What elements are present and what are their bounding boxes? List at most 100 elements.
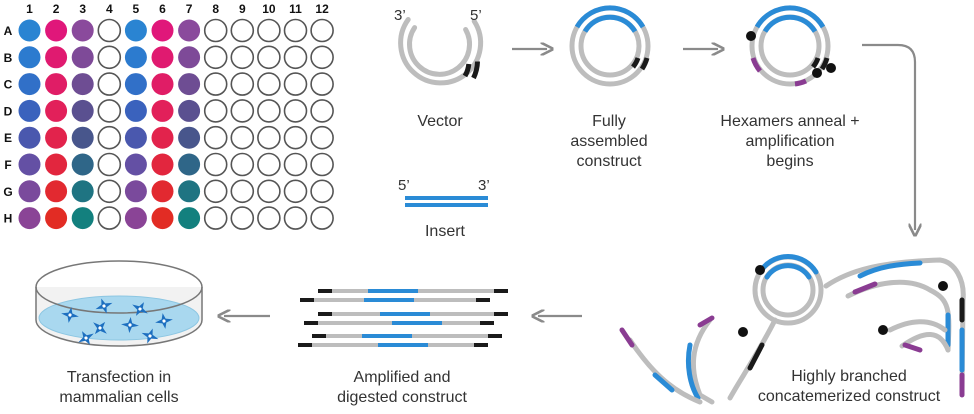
plate-row-header: E (4, 131, 12, 145)
transfection-label-line1: Transfection in (67, 369, 171, 386)
plate-well-empty (203, 72, 228, 96)
plate-well-filled (124, 207, 147, 230)
dish-liquid (38, 295, 200, 341)
plate-row-header: B (4, 51, 13, 65)
plate-well-empty (283, 179, 308, 204)
cell-nucleus (148, 334, 152, 338)
branched-label-line2: concatemerized construct (758, 388, 941, 405)
plate-well-empty (257, 125, 281, 150)
vector-3prime-label: 3’ (394, 7, 406, 24)
plate-well-filled (178, 46, 201, 69)
plate-well-filled (178, 99, 201, 122)
plate-well-empty (310, 152, 334, 177)
plate-well-empty (310, 72, 334, 96)
assembled-label-line3: construct (577, 153, 642, 170)
plate-column-header: 11 (289, 2, 302, 16)
primer-dot (812, 68, 822, 78)
plate-well-empty (97, 72, 122, 96)
plate-well-empty (283, 45, 308, 70)
primer-dot (878, 325, 888, 335)
plate-well-filled (18, 46, 41, 69)
plate-well-empty (97, 179, 122, 204)
plate-well-empty (203, 206, 228, 230)
hexamer-overhang-inner (811, 57, 821, 69)
branched-strand (902, 342, 923, 353)
vector-overhang-inner (462, 63, 472, 78)
cell-nucleus (138, 307, 142, 311)
transfection-label-line2: mammalian cells (59, 389, 178, 406)
plate-row-header: H (4, 212, 13, 226)
digested-label-line2: digested construct (337, 389, 467, 406)
plate-well-filled (151, 46, 174, 69)
plate-well-filled (124, 180, 147, 203)
plate-well-empty (230, 18, 255, 43)
plate-well-filled (178, 180, 201, 203)
assembled-insert-outer (574, 5, 646, 29)
branched-strand (857, 260, 923, 279)
vector-outer-strand (398, 17, 484, 86)
hexamer-annealing-diagram: Hexamers anneal + amplification begins (720, 5, 860, 170)
plate-well-filled (124, 19, 147, 42)
branched-strand (899, 332, 951, 353)
plate-well-empty (97, 125, 122, 150)
dish-rim (35, 260, 203, 314)
plate-well-filled (18, 19, 41, 42)
plate-row-header: F (4, 158, 11, 172)
plate-well-filled (45, 126, 68, 149)
plate-well-filled (45, 46, 68, 69)
plate-well-filled (124, 99, 147, 122)
assembled-overhang-outer (639, 57, 650, 71)
plate-well-filled (71, 153, 94, 176)
plate-well-empty (310, 18, 334, 43)
insert-3prime-label: 3’ (478, 177, 490, 194)
plate-well-filled (45, 73, 68, 96)
plate-well-filled (124, 46, 147, 69)
primer-dot (746, 31, 756, 41)
assembled-construct-diagram: Fully assembled construct (569, 5, 651, 170)
plate-well-filled (18, 99, 41, 122)
plate-well-empty (257, 206, 281, 230)
insert-label: Insert (425, 223, 466, 240)
plate-well-filled (151, 180, 174, 203)
plate-column-header: 3 (79, 2, 86, 16)
cell-nucleus (68, 313, 72, 317)
plate-well-empty (310, 45, 334, 70)
hexamer-insert-outer (754, 5, 826, 29)
assembled-insert-inner (582, 14, 638, 33)
assembled-label-line1: Fully (592, 113, 626, 130)
branched-circle-insert-inner (764, 263, 812, 280)
digested-fragments (298, 289, 508, 347)
plate-well-empty (310, 99, 334, 123)
plate-well-empty (310, 125, 334, 150)
plate-well-empty (97, 45, 122, 70)
branched-strand (852, 281, 878, 295)
plate-row-header: A (4, 24, 13, 38)
branched-circle-insert (757, 253, 819, 275)
branched-strand (685, 342, 701, 401)
plate-well-empty (97, 206, 122, 230)
plate-well-filled (71, 207, 94, 230)
vector-diagram: 3’ 5’ Vector (394, 7, 484, 130)
primer-dot (826, 63, 836, 73)
primer-dot (938, 281, 948, 291)
plate-well-empty (310, 179, 334, 204)
plate-well-filled (71, 99, 94, 122)
primer-dot (755, 265, 765, 275)
plate-well-empty (203, 18, 228, 43)
cell-nucleus (84, 336, 88, 340)
plate-well-empty (257, 179, 281, 204)
branched-label-line1: Highly branched (791, 368, 907, 385)
vector-label: Vector (417, 113, 463, 130)
plate-well-empty (283, 72, 308, 96)
plate-column-header: 10 (262, 2, 276, 16)
cell-icon (61, 307, 79, 323)
plate-well-filled (178, 73, 201, 96)
insert-5prime-label: 5’ (398, 177, 410, 194)
plate-well-filled (71, 73, 94, 96)
hexamers-label-line1: Hexamers anneal + (720, 113, 859, 130)
cell-nucleus (162, 319, 166, 323)
plate-well-filled (151, 153, 174, 176)
plate-well-empty (230, 152, 255, 177)
plate-well-empty (283, 18, 308, 43)
